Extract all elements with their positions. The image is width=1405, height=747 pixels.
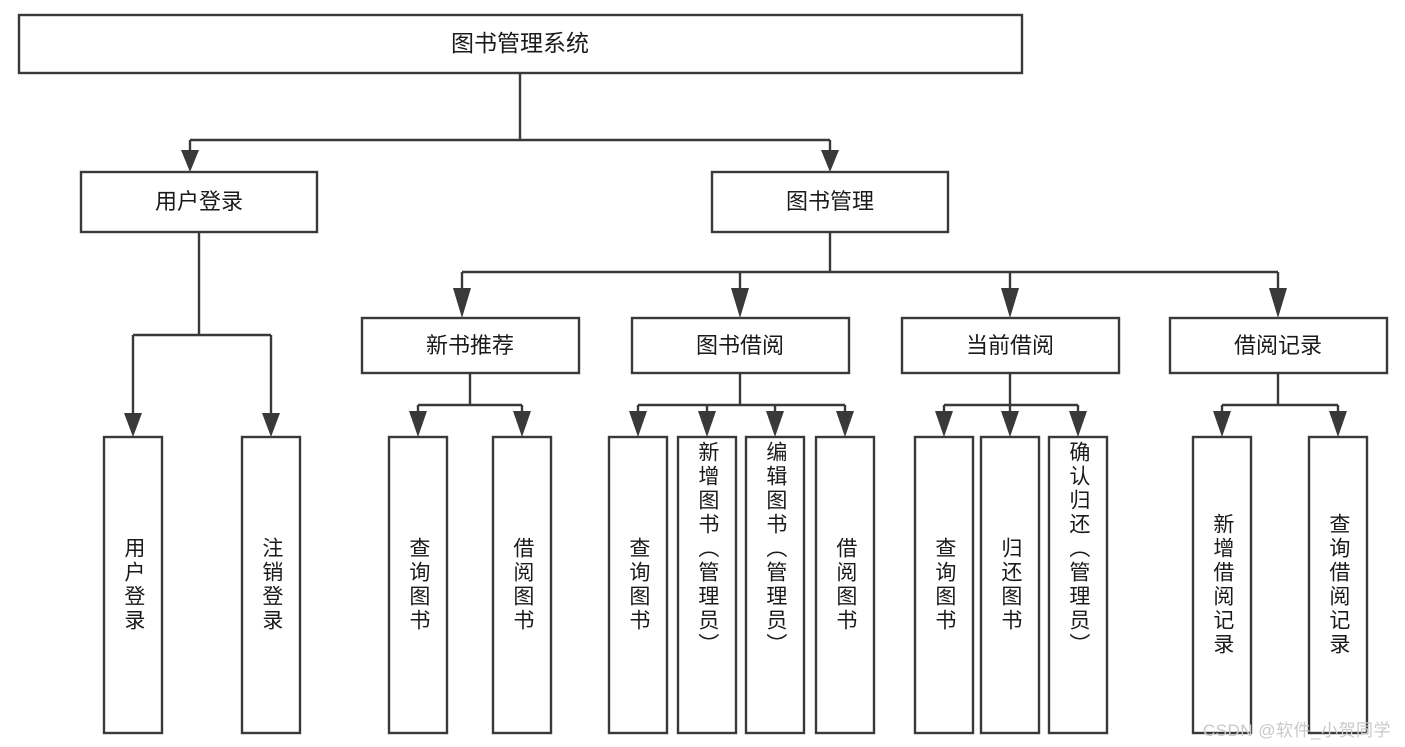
arrow-head-leaf-user-login-2 (262, 413, 280, 437)
arrow-head-borrow-record (1269, 288, 1287, 318)
leaf-box-cb-1[interactable] (913, 435, 975, 735)
node-current-borrow-label: 当前借阅 (966, 333, 1054, 358)
leaf-box-bb-3[interactable] (744, 435, 806, 735)
connector-group-new-book-recommend (409, 373, 531, 437)
node-borrow-record-label: 借阅记录 (1234, 333, 1322, 358)
node-user-login[interactable]: 用户登录 (79, 170, 319, 234)
leaf-boxes-new-book-recommend (387, 435, 553, 735)
arrow-head-leaf-bb-2 (698, 411, 716, 437)
node-book-management[interactable]: 图书管理 (710, 170, 950, 234)
connector-group-user-login (124, 232, 280, 437)
leaf-box-user-login-1[interactable] (102, 435, 164, 735)
node-user-login-box[interactable] (79, 170, 319, 234)
node-borrow-record[interactable]: 借阅记录 (1168, 316, 1389, 375)
leaf-boxes-user-login (102, 435, 302, 735)
leaf-box-nbr-1[interactable] (387, 435, 449, 735)
arrow-head-leaf-bb-4 (836, 411, 854, 437)
connector-group-book-borrow (629, 373, 854, 437)
node-new-book-recommend-label: 新书推荐 (426, 333, 514, 358)
node-current-borrow[interactable]: 当前借阅 (900, 316, 1121, 375)
leaf-box-bb-4[interactable] (814, 435, 876, 735)
arrow-head-leaf-br-1 (1213, 411, 1231, 437)
node-book-borrow-label: 图书借阅 (696, 333, 784, 358)
leaf-box-br-2[interactable] (1307, 435, 1369, 735)
node-root-box[interactable] (17, 13, 1024, 75)
arrow-head-leaf-bb-3 (766, 411, 784, 437)
leaf-box-user-login-2[interactable] (240, 435, 302, 735)
leaf-box-cb-3[interactable] (1047, 435, 1109, 735)
arrow-head-book-mgmt (821, 150, 839, 172)
connector-group-current-borrow (935, 373, 1087, 437)
leaf-box-bb-1[interactable] (607, 435, 669, 735)
node-book-management-box[interactable] (710, 170, 950, 234)
arrow-head-book-borrow (731, 288, 749, 318)
connector-group-root (181, 74, 839, 172)
node-book-borrow-box[interactable] (630, 316, 851, 375)
connector-group-borrow-record (1213, 373, 1347, 437)
connector-group-book-mgmt (453, 232, 1287, 318)
arrow-head-leaf-nbr-2 (513, 411, 531, 437)
node-root[interactable]: 图书管理系统 (17, 13, 1024, 75)
arrow-head-leaf-cb-2 (1001, 411, 1019, 437)
node-new-book-recommend-box[interactable] (360, 316, 581, 375)
node-new-book-recommend[interactable]: 新书推荐 (360, 316, 581, 375)
leaf-boxes-book-borrow (607, 435, 876, 735)
leaf-box-nbr-2[interactable] (491, 435, 553, 735)
leaf-box-br-1[interactable] (1191, 435, 1253, 735)
arrow-head-user-login (181, 150, 199, 172)
node-book-management-label: 图书管理 (786, 189, 874, 214)
leaf-boxes-current-borrow (913, 435, 1109, 735)
leaf-box-bb-2[interactable] (676, 435, 738, 735)
leaf-box-cb-2[interactable] (979, 435, 1041, 735)
node-current-borrow-box[interactable] (900, 316, 1121, 375)
node-root-label: 图书管理系统 (451, 30, 589, 56)
arrow-head-new-book-recommend (453, 288, 471, 318)
arrow-head-leaf-bb-1 (629, 411, 647, 437)
arrow-head-current-borrow (1001, 288, 1019, 318)
arrow-head-leaf-nbr-1 (409, 411, 427, 437)
arrow-head-leaf-cb-1 (935, 411, 953, 437)
leaf-boxes-borrow-record (1191, 435, 1369, 735)
arrow-head-leaf-user-login-1 (124, 413, 142, 437)
node-borrow-record-box[interactable] (1168, 316, 1389, 375)
arrow-head-leaf-br-2 (1329, 411, 1347, 437)
arrow-head-leaf-cb-3 (1069, 411, 1087, 437)
node-book-borrow[interactable]: 图书借阅 (630, 316, 851, 375)
node-user-login-label: 用户登录 (155, 189, 243, 214)
